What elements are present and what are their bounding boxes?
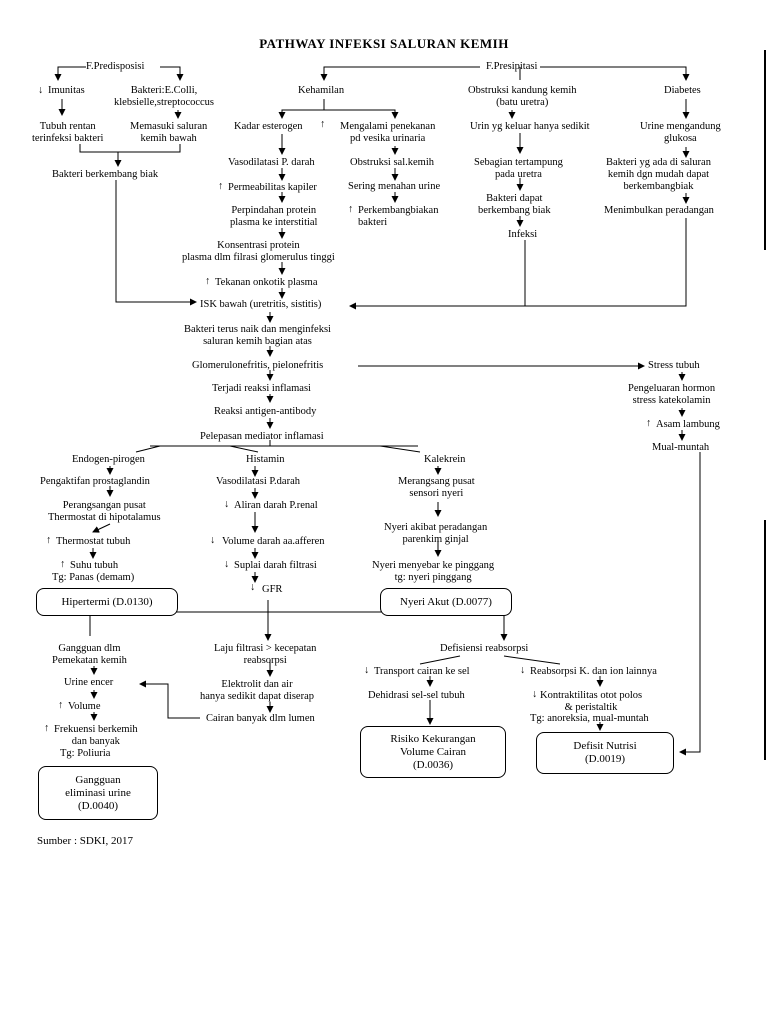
node-bakteri-ecoli: Bakteri:E.Colli, klebsielle,streptococcu…: [114, 85, 215, 108]
down-arrow-icon: ↓: [532, 689, 538, 700]
diagnosis-defisit-nutrisi: Defisit Nutrisi (D.0019): [536, 732, 674, 774]
node-konsentrasi: Konsentrasi protein plasma dlm filrasi g…: [182, 240, 335, 263]
node-stress: Stress tubuh: [648, 360, 700, 371]
diagnosis-gangguan-eliminasi: Gangguan eliminasi urine (D.0040): [38, 766, 158, 820]
node-reaksi-inflamasi: Terjadi reaksi inflamasi: [212, 383, 311, 394]
node-defisiensi: Defisiensi reabsorpsi: [440, 643, 529, 654]
diagnosis-nyeri-akut: Nyeri Akut (D.0077): [380, 588, 512, 616]
node-prostaglandin: Pengaktifan prostaglandin: [40, 476, 150, 487]
node-kontraktilitas: Kontraktilitas otot polos & peristaltik: [540, 690, 643, 713]
node-gfr: GFR: [262, 584, 283, 595]
node-frekuensi: Frekuensi berkemih dan banyak: [54, 724, 138, 747]
node-cairan-lumen: Cairan banyak dlm lumen: [206, 713, 315, 724]
node-memasuki: Memasuki saluran kemih bawah: [130, 121, 208, 144]
node-isk-bawah: ISK bawah (uretritis, sistitis): [200, 299, 322, 310]
node-volume: Volume: [68, 701, 101, 712]
node-kehamilan: Kehamilan: [298, 85, 345, 96]
node-endogen: Endogen-pirogen: [72, 454, 145, 465]
node-presipitasi: F.Presipitasi: [486, 61, 538, 72]
node-nyeri-peradangan: Nyeri akibat peradangan parenkim ginjal: [384, 522, 488, 545]
node-tubuh-rentan: Tubuh rentan terinfeksi bakteri: [32, 121, 104, 144]
node-diabetes: Diabetes: [664, 85, 701, 96]
node-berkembang-biak: Bakteri berkembang biak: [52, 169, 159, 180]
node-merangsang-nyeri: Merangsang pusat sensori nyeri: [398, 476, 475, 499]
page-edge-divider: [764, 50, 766, 250]
node-menimbulkan: Menimbulkan peradangan: [604, 205, 714, 216]
down-arrow-icon: ↓: [210, 535, 216, 546]
node-dehidrasi: Dehidrasi sel-sel tubuh: [368, 690, 465, 701]
node-reabsorpsi-k: Reabsorpsi K. dan ion lainnya: [530, 666, 657, 677]
diagnosis-hipertermi: Hipertermi (D.0130): [36, 588, 178, 616]
down-arrow-icon: ↓: [250, 582, 256, 593]
node-tg-anoreksia: Tg: anoreksia, mual-muntah: [530, 713, 649, 724]
node-kalekrein: Kalekrein: [424, 454, 466, 465]
page-title: PATHWAY INFEKSI SALURAN KEMIH: [259, 36, 509, 51]
node-thermostat-tubuh: Thermostat tubuh: [56, 536, 131, 547]
node-laju-filtrasi: Laju filtrasi > kecepatan reabsorpsi: [214, 643, 317, 666]
node-elektrolit: Elektrolit dan air hanya sedikit dapat d…: [200, 679, 315, 702]
node-perkembangbiakan: Perkembangbiakan bakteri: [358, 205, 439, 228]
node-tekanan-onkotik: Tekanan onkotik plasma: [215, 277, 318, 288]
node-nyeri-pinggang: Nyeri menyebar ke pinggang tg: nyeri pin…: [372, 560, 495, 583]
up-arrow-icon: ↑: [46, 535, 52, 546]
node-vasodilatasi-2: Vasodilatasi P.darah: [216, 476, 300, 487]
node-bakteri-naik: Bakteri terus naik dan menginfeksi salur…: [184, 324, 331, 347]
down-arrow-icon: ↓: [520, 665, 526, 676]
node-urine-glukosa: Urine mengandung glukosa: [640, 121, 721, 144]
node-permeabilitas: Permeabilitas kapiler: [228, 182, 317, 193]
node-antigen: Reaksi antigen-antibody: [214, 406, 317, 417]
node-suplai: Suplai darah filtrasi: [234, 560, 317, 571]
node-penekanan: Mengalami penekanan pd vesika urinaria: [340, 121, 436, 144]
node-gangguan-pemekatan: Gangguan dlm Pemekatan kemih: [52, 643, 127, 666]
down-arrow-icon: ↓: [224, 559, 230, 570]
up-arrow-icon: ↑: [58, 700, 64, 711]
up-arrow-icon: ↑: [44, 723, 50, 734]
node-imunitas: Imunitas: [48, 85, 85, 96]
node-obstruksi: Obstruksi kandung kemih (batu uretra): [468, 85, 577, 108]
node-mediator: Pelepasan mediator inflamasi: [200, 431, 324, 442]
node-volume-afferen: Volume darah aa.afferen: [222, 536, 325, 547]
up-arrow-icon: ↑: [218, 181, 224, 192]
page-edge-divider: [764, 520, 766, 760]
up-arrow-icon: ↓: [38, 85, 44, 96]
up-arrow-icon: ↑: [60, 559, 66, 570]
node-tg-poliuria: Tg: Poliuria: [60, 748, 111, 759]
down-arrow-icon: ↓: [364, 665, 370, 676]
up-arrow-icon: ↑: [205, 276, 211, 287]
node-menahan-urine: Sering menahan urine: [348, 181, 441, 192]
node-predisposisi: F.Predisposisi: [86, 61, 145, 72]
node-infeksi: Infeksi: [508, 229, 538, 240]
up-arrow-icon: ↑: [320, 119, 326, 130]
up-arrow-icon: ↑: [646, 418, 652, 429]
source-citation: Sumber : SDKI, 2017: [37, 835, 133, 847]
node-glomerulonefritis: Glomerulonefritis, pielonefritis: [192, 360, 324, 371]
node-bakteri-dapat: Bakteri dapat berkembang biak: [478, 193, 551, 216]
up-arrow-icon: ↑: [348, 204, 354, 215]
node-thermostat-pusat: Perangsangan pusat Thermostat di hipotal…: [48, 500, 161, 523]
node-kadar-esterogen: Kadar esterogen: [234, 121, 303, 132]
node-vasodilatasi: Vasodilatasi P. darah: [228, 157, 315, 168]
node-tg-panas: Tg: Panas (demam): [52, 572, 135, 583]
node-obstruksi-sal: Obstruksi sal.kemih: [350, 157, 434, 168]
diagnosis-kekurangan-volume: Risiko Kekurangan Volume Cairan (D.0036): [360, 726, 506, 778]
node-asam-lambung: Asam lambung: [656, 419, 720, 430]
node-urin-keluar: Urin yg keluar hanya sedikit: [470, 121, 590, 132]
node-suhu-tubuh: Suhu tubuh: [70, 560, 119, 571]
node-aliran-renal: Aliran darah P.renal: [234, 500, 318, 511]
node-transport: Transport cairan ke sel: [374, 666, 470, 677]
node-bakteri-saluran: Bakteri yg ada di saluran kemih dgn muda…: [606, 157, 711, 192]
node-perpindahan: Perpindahan protein plasma ke interstiti…: [230, 205, 318, 228]
node-histamin: Histamin: [246, 454, 285, 465]
node-urine-encer: Urine encer: [64, 677, 114, 688]
node-tertampung: Sebagian tertampung pada uretra: [474, 157, 563, 180]
up-arrow-icon: ↓: [224, 499, 230, 510]
node-pengeluaran: Pengeluaran hormon stress katekolamin: [628, 383, 716, 406]
node-mual-muntah: Mual-muntah: [652, 442, 710, 453]
